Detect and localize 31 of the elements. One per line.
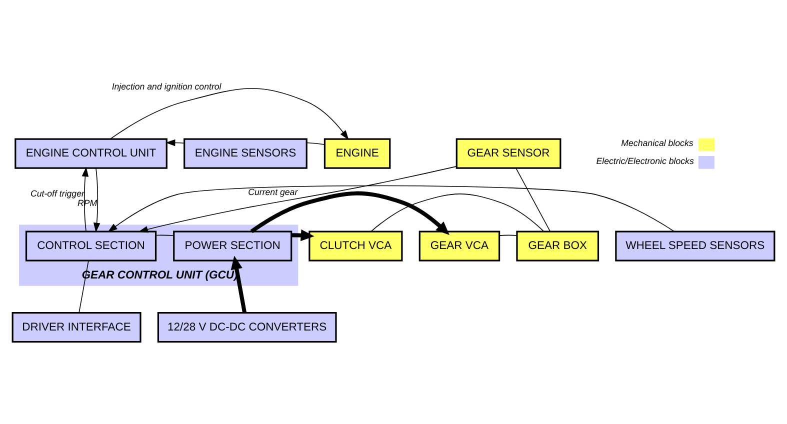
legend-label: Mechanical blocks — [621, 138, 694, 148]
node-box: GEAR SENSOR — [456, 138, 562, 168]
node-box: WHEEL SPEED SENSORS — [615, 230, 776, 261]
node-box: ENGINE SENSORS — [184, 138, 308, 168]
node-box: CONTROL SECTION — [25, 230, 157, 261]
legend-label: Electric/Electronic blocks — [596, 155, 694, 166]
edge-label: Current gear — [248, 186, 298, 197]
connector — [498, 234, 518, 236]
arrow — [82, 166, 89, 232]
arrow — [93, 167, 100, 232]
arrow — [291, 228, 314, 241]
arrow — [230, 255, 247, 313]
edge-label: Injection and ignition control — [112, 80, 222, 91]
node-box: ENGINE — [324, 138, 391, 168]
node-box: GEAR BOX — [516, 230, 600, 261]
connector — [306, 142, 325, 144]
arrow — [166, 138, 185, 146]
arrow — [110, 88, 349, 140]
connector — [78, 260, 89, 313]
arrow — [250, 190, 450, 234]
node-box: POWER SECTION — [173, 230, 292, 261]
connector — [370, 193, 544, 232]
connector — [156, 234, 174, 236]
node-box: DRIVER INTERFACE — [12, 312, 142, 342]
node-box: CLUTCH VCA — [308, 230, 403, 261]
node-box: ENGINE CONTROL UNIT — [14, 138, 168, 168]
node-box: 12/28 V DC-DC CONVERTERS — [157, 312, 337, 342]
arrow — [138, 166, 457, 232]
arrow — [108, 184, 675, 232]
connector — [516, 167, 550, 232]
node-box: GEAR VCA — [418, 230, 500, 261]
